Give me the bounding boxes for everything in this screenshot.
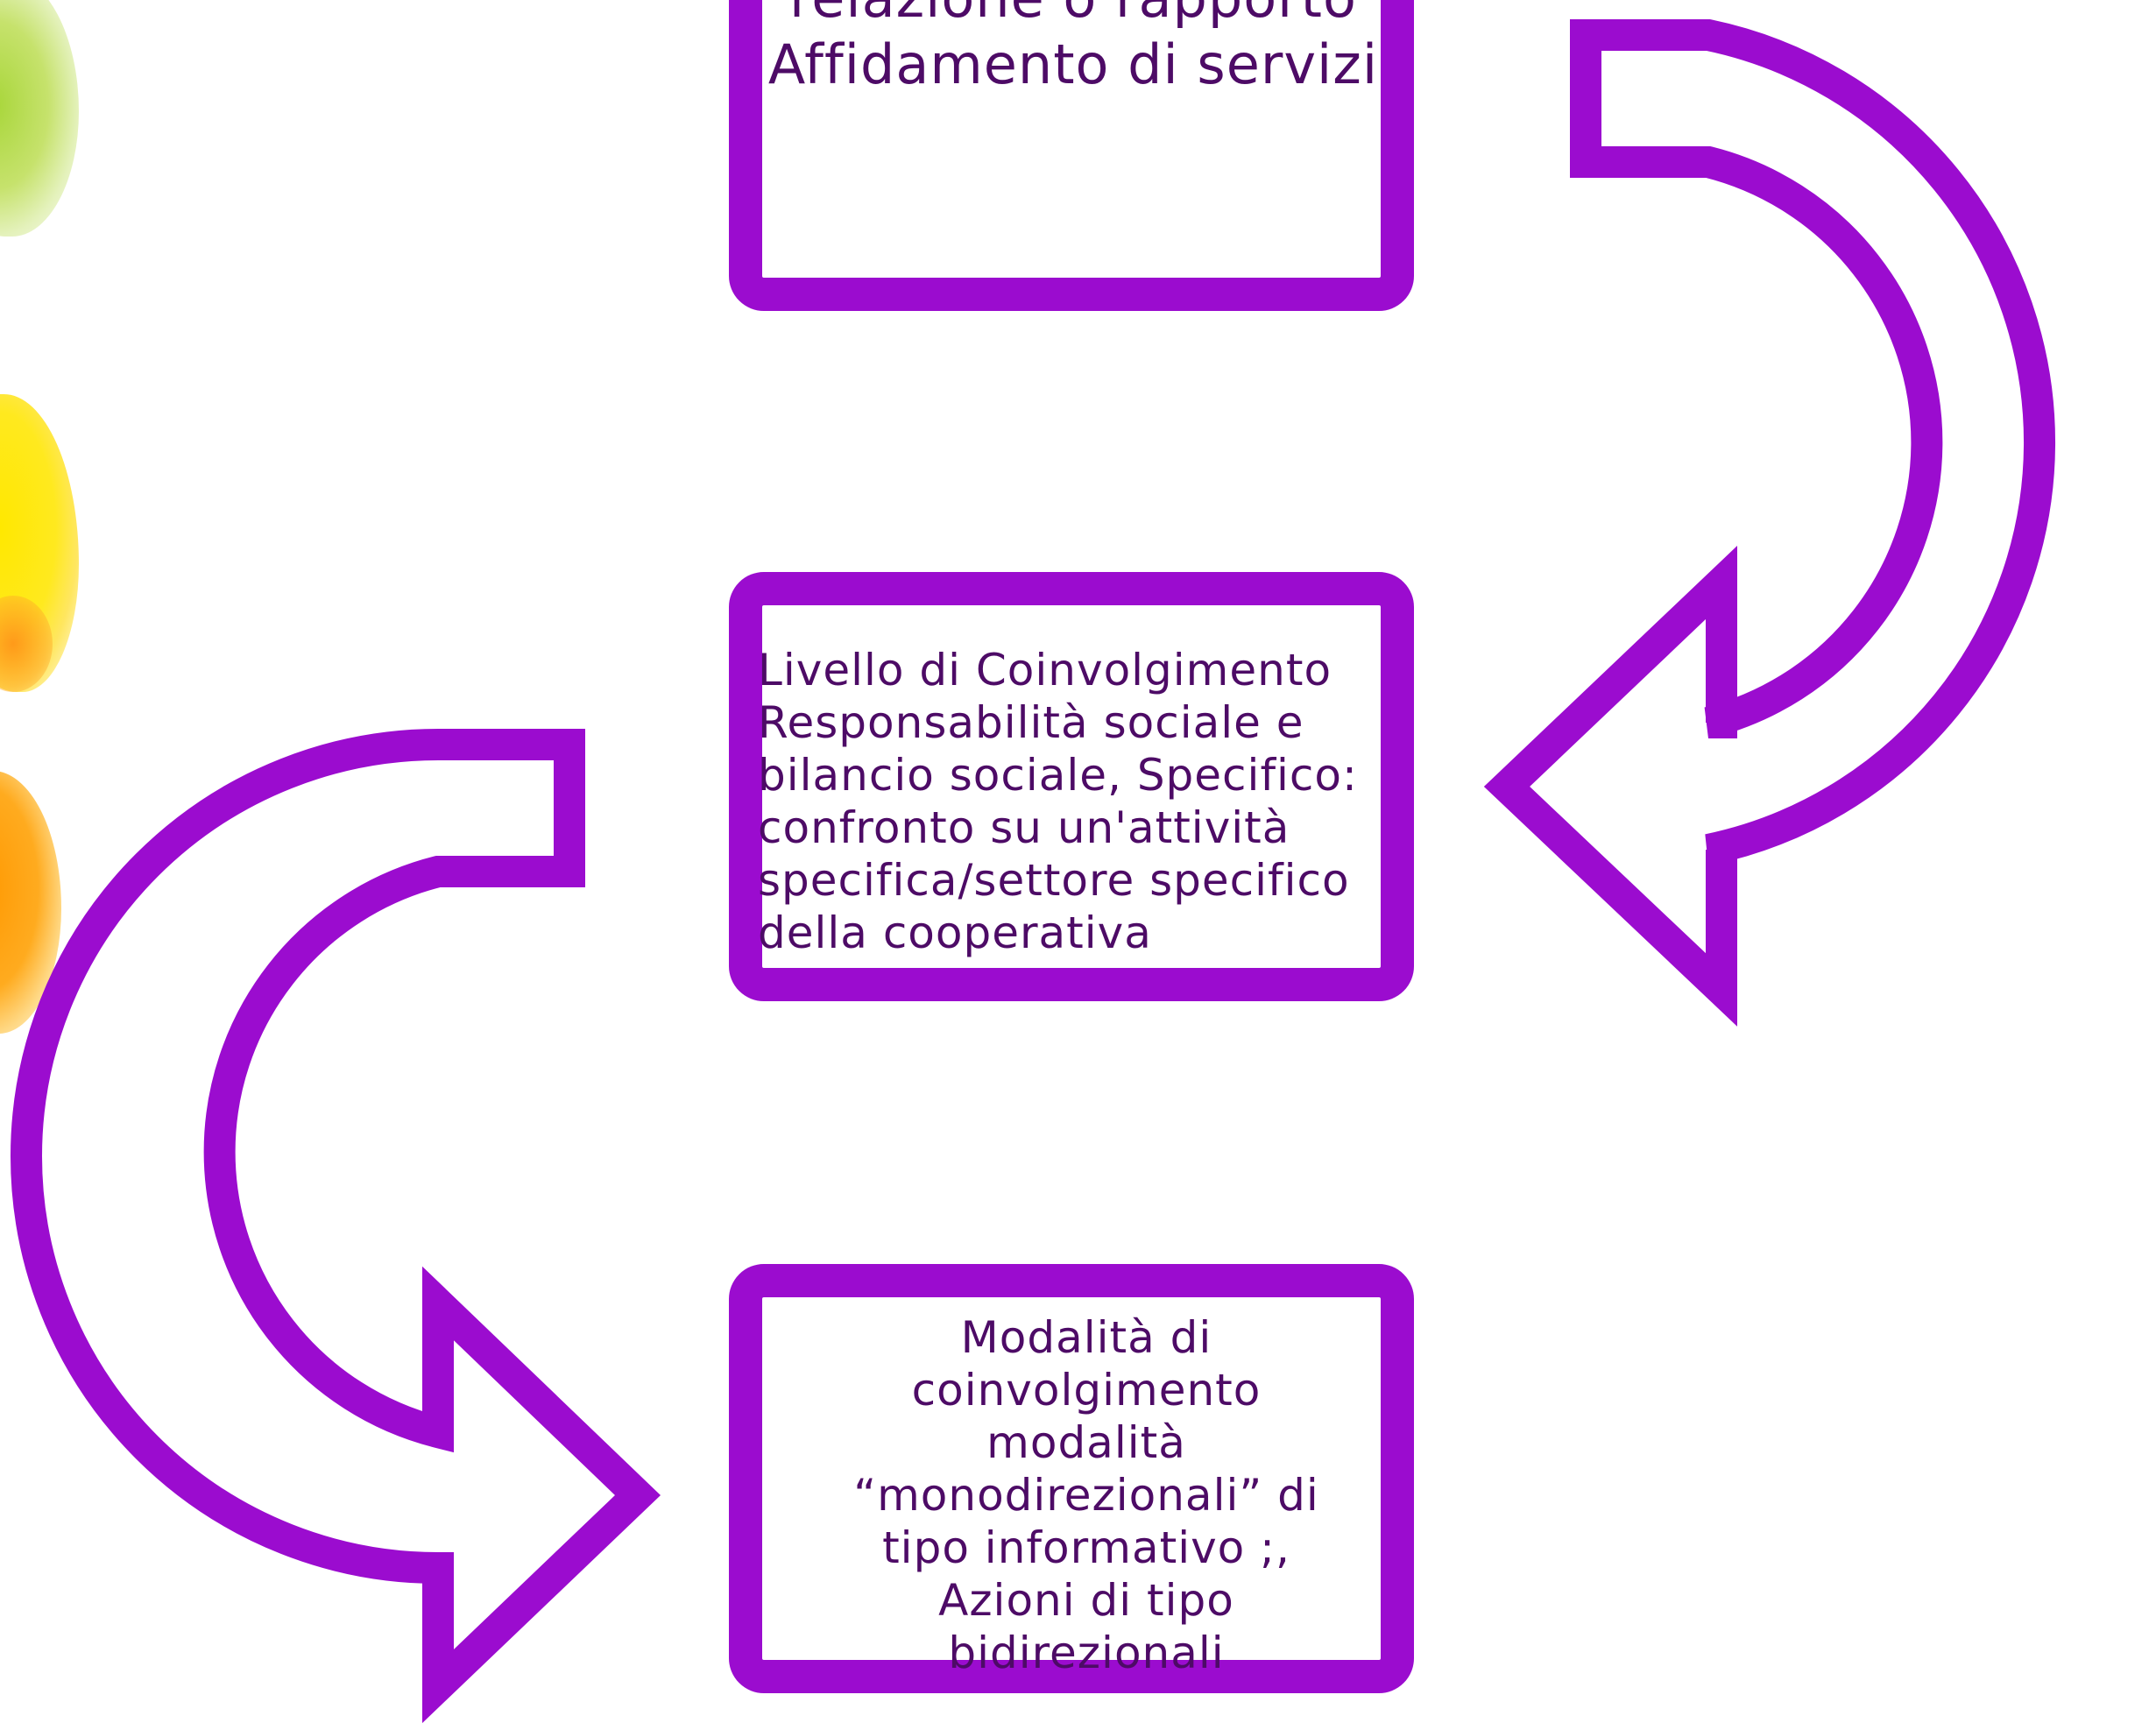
box-middle-text: Livello di Coinvolgimento Responsabilità… <box>758 645 1358 958</box>
box-top-text: relazione o rapporto Affidamento di serv… <box>767 0 1379 96</box>
box-top <box>729 0 1414 311</box>
curved-arrow-left-icon <box>11 729 661 1724</box>
box-bottom <box>729 1264 1414 1693</box>
box-middle <box>729 572 1414 1001</box>
curved-arrow-right-icon <box>1483 19 2056 1027</box>
box-bottom-text: Modalità di coinvolgimento modalità “mon… <box>853 1312 1319 1678</box>
